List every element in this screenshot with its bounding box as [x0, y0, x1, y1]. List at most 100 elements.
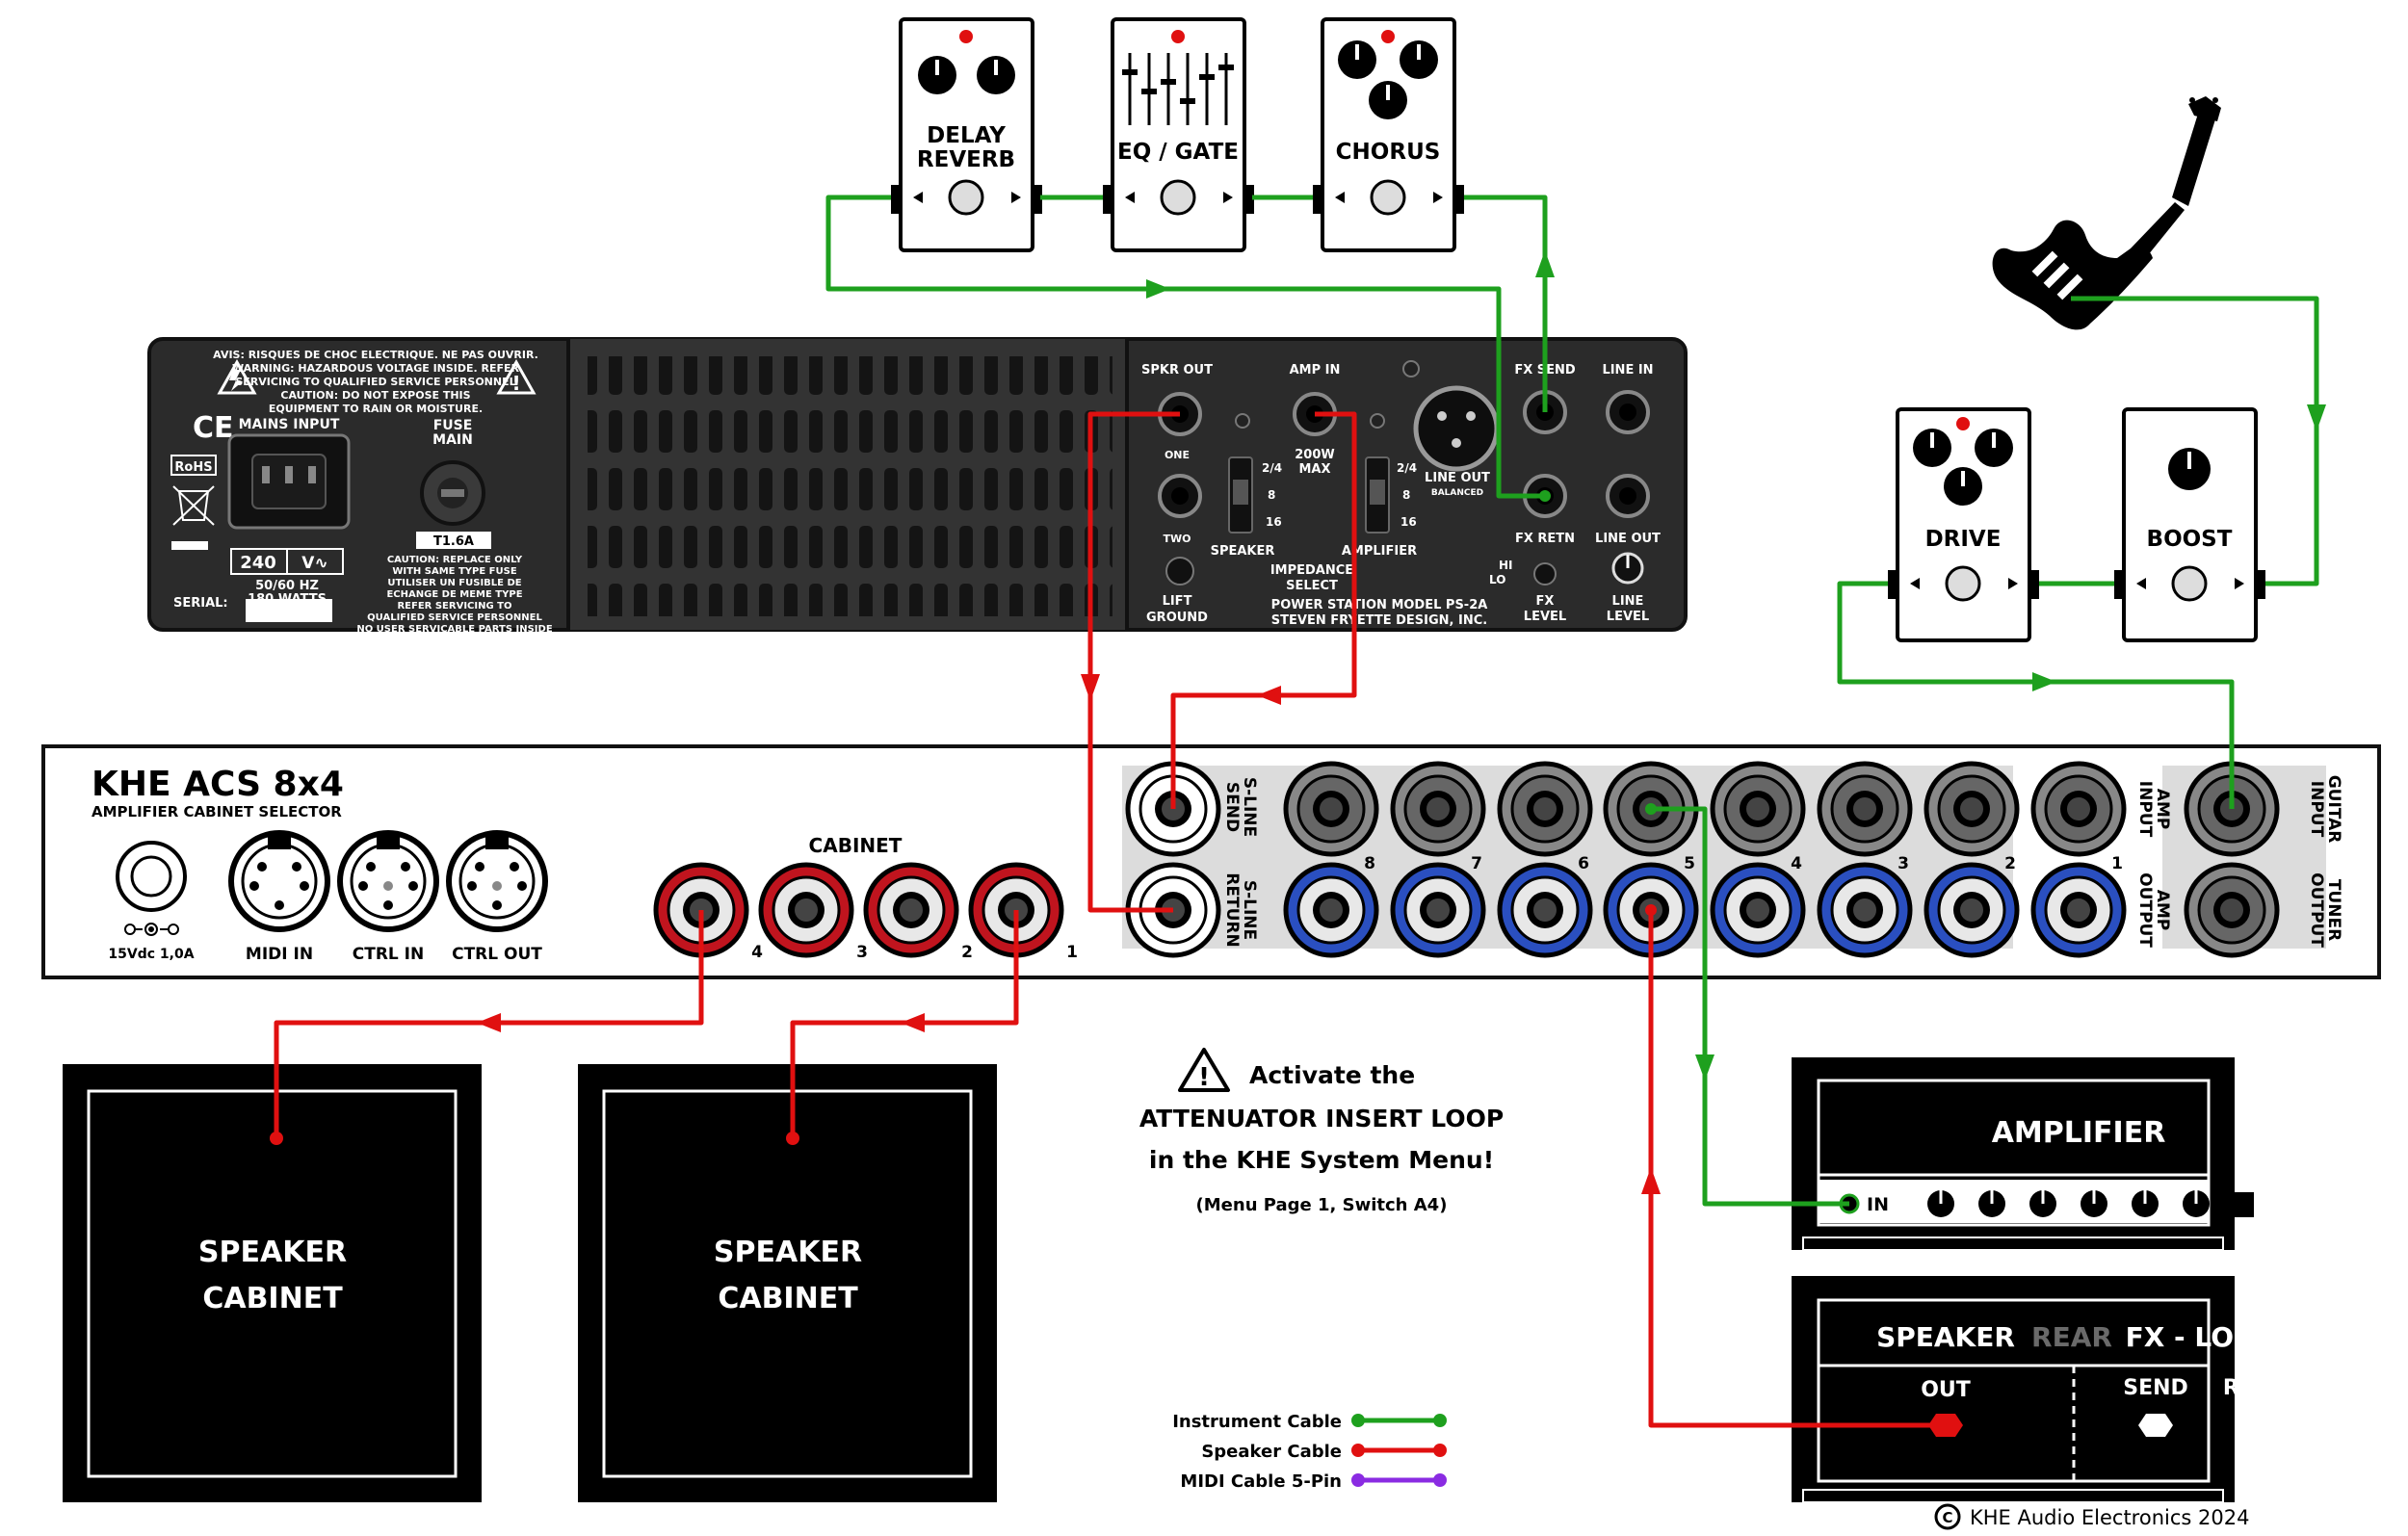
warning-text-1: AVIS: RISQUES DE CHOC ELECTRIQUE. NE PAS…	[213, 349, 538, 361]
amp-head-in-label: IN	[1867, 1194, 1889, 1215]
amp-output-jack-7[interactable]	[1390, 862, 1486, 958]
spkr-out-two-label: TWO	[1164, 533, 1191, 545]
model-label-2: STEVEN FRYETTE DESIGN, INC.	[1271, 613, 1487, 628]
fuse-rating: T1.6A	[433, 534, 474, 549]
amp-number-1: 1	[2111, 854, 2123, 873]
caution-4: ECHANGE DE MEME TYPE	[386, 589, 522, 600]
warning-text-2: WARNING: HAZARDOUS VOLTAGE INSIDE. REFER	[232, 362, 520, 375]
ctrl-out-jack[interactable]	[446, 830, 548, 932]
s-line-return-label-2: RETURN	[1222, 872, 1242, 947]
caution-3: UTILISER UN FUSIBLE DE	[387, 578, 521, 588]
out-label: OUT	[1921, 1378, 1971, 1402]
spkr-out-label: SPKR OUT	[1141, 363, 1213, 377]
legend-dot-end-1	[1433, 1444, 1447, 1457]
voltage-value: 240	[240, 553, 276, 573]
fx-loop-label: FX - LOOP	[2126, 1321, 2277, 1353]
cabinet-label: CABINET	[809, 834, 903, 857]
delay-footswitch[interactable]	[948, 179, 984, 216]
amp-output-jack-4[interactable]	[1710, 862, 1806, 958]
amp-output-jack-2[interactable]	[1924, 862, 2020, 958]
lift-ground-switch[interactable]	[1165, 557, 1194, 586]
delay-reverb-pedal: DELAY REVERB	[891, 17, 1042, 252]
cable-guitar-to-boost	[2071, 296, 2319, 586]
rohs-mark: RoHS	[174, 460, 212, 475]
boost-footswitch[interactable]	[2171, 565, 2208, 602]
amp-input-jack-4[interactable]	[1710, 761, 1806, 857]
amp-output-jack-1[interactable]	[2030, 862, 2127, 958]
guitar-input-label-1: GUITAR	[2324, 775, 2343, 844]
xlr-line-out-jack[interactable]	[1413, 385, 1500, 472]
amp-input-jack-3[interactable]	[1817, 761, 1913, 857]
midi-in-label: MIDI IN	[246, 945, 313, 964]
eq-footswitch[interactable]	[1160, 179, 1196, 216]
amp-head-knobs	[1927, 1190, 2210, 1217]
amp-input-jack-7[interactable]	[1390, 761, 1486, 857]
chorus-pedal: CHORUS	[1313, 17, 1464, 252]
cable-amp-output-5-to-amp-speaker-out	[1648, 910, 1936, 1428]
lift-label: LIFT	[1163, 594, 1192, 609]
amp-input-jack-2[interactable]	[1924, 761, 2020, 857]
caution-7: NO USER SERVICABLE PARTS INSIDE	[356, 624, 552, 635]
amp-output-jack-3[interactable]	[1817, 862, 1913, 958]
line-out-label: LINE OUT	[1595, 532, 1661, 546]
amp-input-jack-1[interactable]	[2030, 761, 2127, 857]
amp-number-5: 5	[1684, 854, 1695, 873]
power-switch[interactable]	[2233, 1192, 2254, 1217]
fx-return-jack-amp[interactable]	[2254, 1414, 2289, 1437]
acs-title: KHE ACS 8x4	[92, 765, 344, 804]
eq-sliders-icon	[1122, 53, 1234, 125]
amp-number-8: 8	[1364, 854, 1375, 873]
electric-guitar-icon	[1992, 96, 2221, 330]
spkr-out-one-label: ONE	[1165, 449, 1190, 461]
left-cabinet-label-2: CABINET	[202, 1282, 343, 1315]
fx-level-knob[interactable]	[1533, 562, 1557, 586]
midi-in-jack[interactable]	[228, 830, 330, 932]
rear-speaker-label: SPEAKER	[1876, 1321, 2015, 1353]
amplifier-label: AMPLIFIER	[1342, 544, 1417, 559]
cable-arrows	[477, 250, 2326, 1194]
drive-pedal: DRIVE	[1888, 407, 2039, 642]
amplifier-title: AMPLIFIER	[1992, 1116, 2166, 1150]
copyright: C KHE Audio Electronics 2024	[1934, 1503, 2249, 1530]
eq-gate-label: EQ / GATE	[1117, 140, 1239, 165]
drive-footswitch[interactable]	[1945, 565, 1981, 602]
amp-output-jack-8[interactable]	[1283, 862, 1379, 958]
max-label-1: 200W	[1295, 448, 1334, 462]
lo-label: LO	[1489, 573, 1505, 586]
amp-number-3: 3	[1898, 854, 1909, 873]
amp-output-label-2: OUTPUT	[2135, 872, 2155, 948]
fx-send-jack-amp[interactable]	[2138, 1414, 2173, 1437]
tuner-output-jack[interactable]	[2184, 862, 2280, 958]
caution-5: REFER SERVICING TO	[397, 601, 511, 612]
legend-label-2: MIDI Cable 5-Pin	[1180, 1471, 1342, 1492]
voltage-unit: V∿	[301, 554, 327, 573]
amp-imp-3: 16	[1400, 515, 1417, 529]
cabinet-jack-3[interactable]	[758, 862, 854, 958]
amp-input-jack-8[interactable]	[1283, 761, 1379, 857]
caution-6: QUALIFIED SERVICE PERSONNEL	[367, 612, 542, 623]
amp-output-label-1: AMP	[2153, 890, 2172, 931]
line-in-label: LINE IN	[1602, 363, 1653, 377]
svg-text:!: !	[1198, 1063, 1210, 1092]
cabinet-number-3: 3	[856, 943, 868, 962]
reverb-label: REVERB	[917, 147, 1015, 172]
s-line-send-label-2: SEND	[1222, 782, 1242, 832]
warning-triangle-icon: !	[496, 358, 537, 395]
serial-label: SERIAL:	[173, 596, 228, 611]
svg-text:!: !	[511, 372, 520, 395]
ctrl-in-jack[interactable]	[337, 830, 439, 932]
speaker-out-jack[interactable]	[1928, 1414, 1963, 1437]
left-cabinet-label-1: SPEAKER	[198, 1236, 347, 1269]
chorus-footswitch[interactable]	[1370, 179, 1406, 216]
legend-dot-start-1	[1351, 1444, 1365, 1457]
amp-input-jack-6[interactable]	[1497, 761, 1593, 857]
speaker-label: SPEAKER	[1211, 544, 1275, 559]
cabinet-number-1: 1	[1066, 943, 1078, 962]
amp-output-jack-6[interactable]	[1497, 862, 1593, 958]
amp-imp-2: 8	[1402, 488, 1410, 502]
cabinet-jack-2[interactable]	[863, 862, 959, 958]
weee-bin-icon	[172, 485, 215, 526]
amplifier-head: AMPLIFIER IN	[1792, 1057, 2254, 1251]
